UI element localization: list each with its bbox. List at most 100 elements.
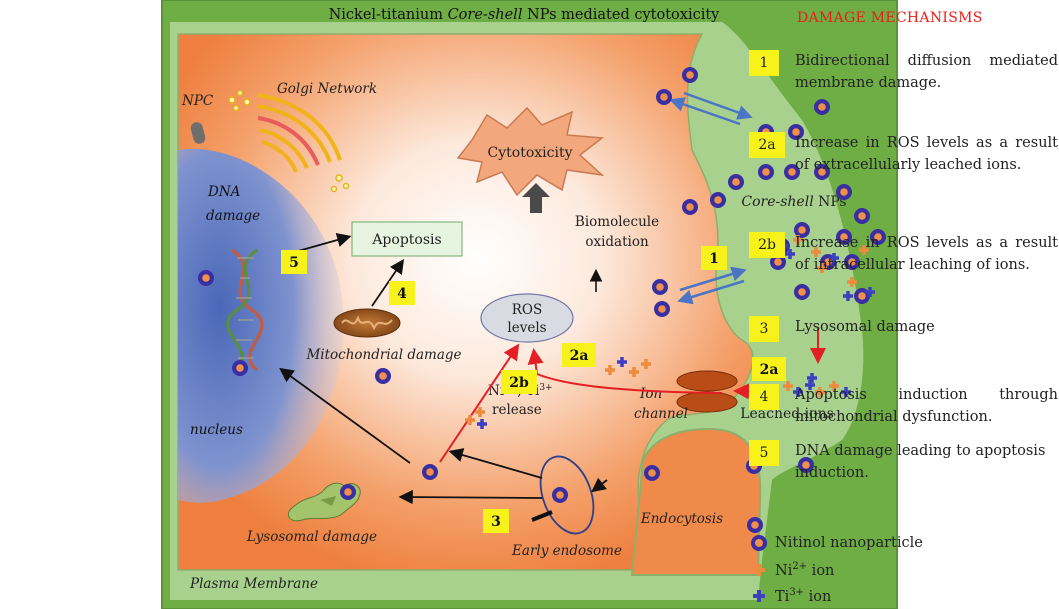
legend-ti-label: Ti3+ ion (775, 587, 831, 605)
nanoparticle (710, 192, 726, 208)
ni-ion (829, 381, 839, 391)
mechanism-3-text: Lysosomal damage (795, 319, 935, 335)
badge-4: 4 (389, 281, 415, 305)
bidir-top-forward (683, 91, 753, 120)
legend-ti: Ti3+ ion (749, 586, 831, 606)
svg-text:4: 4 (397, 286, 407, 302)
nanoparticle (656, 89, 672, 105)
ti-ion (617, 357, 627, 367)
ti-ion (807, 373, 817, 383)
dna-label: DNA (207, 184, 241, 200)
arrow-np-nucleus (279, 367, 411, 464)
ni-ion (629, 367, 639, 377)
ion-channel-icon (676, 370, 738, 413)
nanoparticle (552, 487, 568, 503)
legend-ni-sym: Ni (775, 562, 793, 579)
nanoparticle (747, 517, 763, 533)
legend-panel: DAMAGE MECHANISMS 1 Bidirectional diffus… (735, 0, 1059, 609)
nanoparticle (232, 360, 248, 376)
golgi-network (256, 93, 342, 173)
nanoparticle (854, 208, 870, 224)
legend-ti-sym: Ti (775, 588, 790, 605)
title-suffix: NPs mediated cytotoxicity (522, 7, 720, 23)
levels-label: levels (507, 320, 546, 336)
nanoparticle (375, 368, 391, 384)
ti-ion-icon (753, 590, 765, 602)
ion-label: Ion (639, 386, 662, 402)
nanoparticle (654, 301, 670, 317)
mechanism-2a-badge: 2a (749, 132, 785, 158)
arrow-mito-apoptosis (371, 259, 405, 307)
bidirectional-arrows (669, 91, 753, 305)
release-ni: Ni (488, 383, 505, 399)
bidir-bottom-back (677, 279, 745, 305)
coreshell-label: Core-shell NPs (741, 194, 846, 210)
coreshell-italic: Core-shell (741, 194, 813, 210)
arrow-endosome-np (448, 448, 543, 479)
legend-nitinol-label: Nitinol nanoparticle (775, 535, 923, 551)
svg-text:3: 3 (491, 514, 501, 530)
ti-ion (785, 249, 795, 259)
cell-interior (177, 33, 754, 571)
endocytosis-label: Endocytosis (640, 511, 723, 527)
legend-ni-rest: ion (807, 562, 835, 579)
plasma-label: Plasma Membrane (189, 576, 318, 592)
ni-ion (783, 381, 793, 391)
nanoparticle (788, 124, 804, 140)
mechanism-5-badge: 5 (749, 440, 779, 466)
nanoparticle (814, 164, 830, 180)
endocytosis-pocket (630, 428, 762, 576)
mechanism-2b-badge: 2b (749, 232, 785, 258)
mechanism-2a-text: Increase in ROS levels as a result of ex… (795, 135, 1058, 173)
apoptosis-box (351, 221, 463, 257)
nanoparticle (340, 484, 356, 500)
ti-ion (805, 380, 815, 390)
arrow-endosome-lysosome (398, 489, 543, 505)
legend-ni-label: Ni2+ ion (775, 561, 834, 579)
cytotoxicity-burst (456, 106, 605, 197)
mechanism-4-badge: 4 (749, 384, 779, 410)
badge-5: 5 (281, 250, 307, 274)
nanoparticle (770, 254, 786, 270)
nucleus-label: nucleus (190, 422, 243, 438)
channel-label: channel (634, 406, 688, 422)
leached-ions-label: Leached ions (740, 406, 834, 422)
ti-ion (829, 253, 839, 263)
ni-ion (859, 245, 869, 255)
legend-nitinol: Nitinol nanoparticle (749, 533, 923, 553)
ni-ion (811, 247, 821, 257)
svg-text:2a: 2a (570, 348, 589, 364)
bidir-bottom-forward (679, 266, 747, 292)
cytotoxicity-up-arrow (522, 183, 550, 213)
mitochondrion-icon (333, 308, 401, 338)
dna-damage-label: damage (206, 208, 260, 224)
mechanism-2b-text: Increase in ROS levels as a result of in… (795, 235, 1058, 273)
ti-ion (865, 287, 875, 297)
nanoparticle (198, 270, 214, 286)
arrow-channel-ros (527, 348, 723, 394)
oxidation-label: oxidation (585, 234, 649, 250)
arrow-into-endosome (591, 477, 608, 493)
nanoparticle (836, 229, 852, 245)
svg-text:2b: 2b (509, 375, 529, 391)
ni-ion (641, 359, 651, 369)
svg-text:5: 5 (289, 255, 299, 271)
lysosomal-label: Lysosomal damage (246, 529, 377, 545)
badge-2a-right: 2a (752, 357, 786, 381)
golgi-vesicles (228, 89, 350, 193)
nanoparticle (758, 164, 774, 180)
endosome-block (531, 510, 553, 522)
mito-label: Mitochondrial damage (305, 347, 461, 363)
nanoparticle (794, 284, 810, 300)
nanoparticle (798, 457, 814, 473)
golgi-label: Golgi Network (277, 81, 377, 97)
biomolecule-label: Biomolecule (575, 214, 659, 230)
badge-2b: 2b (501, 370, 537, 394)
early-endosome-icon (539, 455, 595, 535)
mechanism-1-text: Bidirectional diffusion mediated membran… (795, 53, 1058, 91)
badge-3: 3 (483, 509, 509, 533)
legend-ni: Ni2+ ion (749, 560, 834, 580)
title: Nickel-titanium Core-shell NPs mediated … (329, 7, 721, 23)
early-endosome-label: Early endosome (511, 543, 622, 559)
